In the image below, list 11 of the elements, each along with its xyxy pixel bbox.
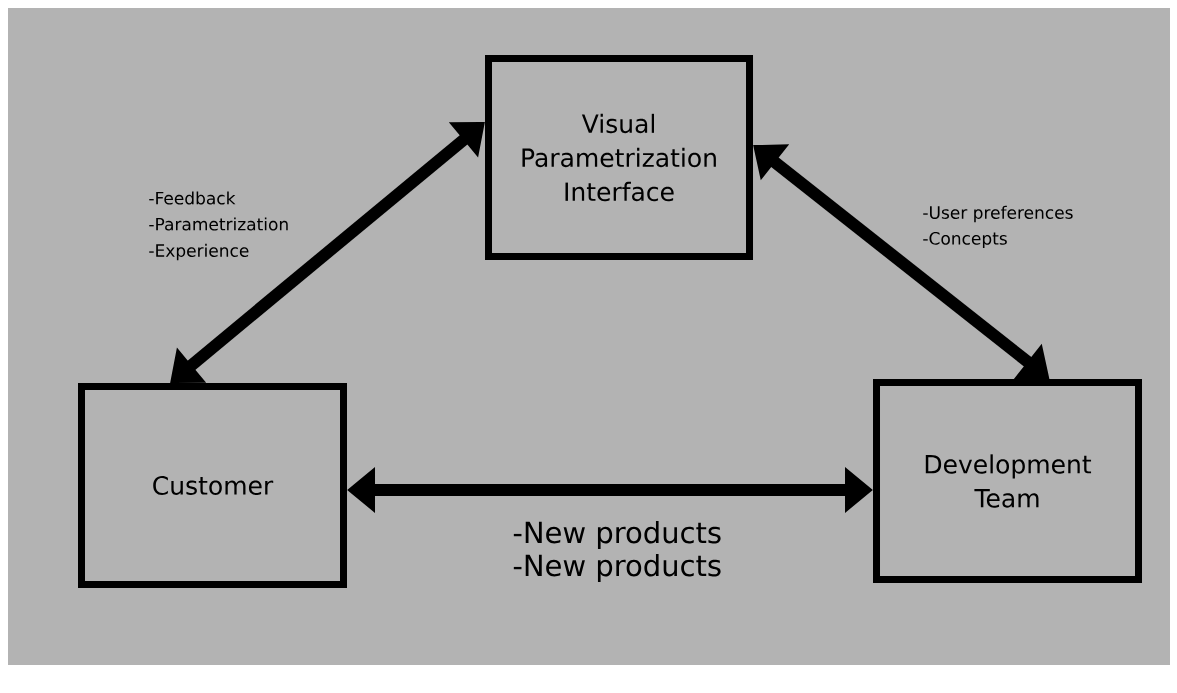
arrow-label: -Parametrization: [149, 217, 288, 231]
box: Development Team: [873, 379, 1142, 583]
arrow-label: -New products: [513, 520, 721, 550]
box: Visual Parametrization Interface: [485, 55, 753, 260]
arrow-label: -Experience: [149, 243, 249, 261]
double-arrow: [170, 122, 485, 383]
arrow-label: -New products: [513, 553, 721, 583]
arrow-label: -Feedback: [149, 191, 236, 205]
arrow-label: -User preferences: [923, 205, 1073, 223]
box: Customer: [78, 383, 347, 588]
arrow-label: -Concepts: [923, 231, 1007, 249]
